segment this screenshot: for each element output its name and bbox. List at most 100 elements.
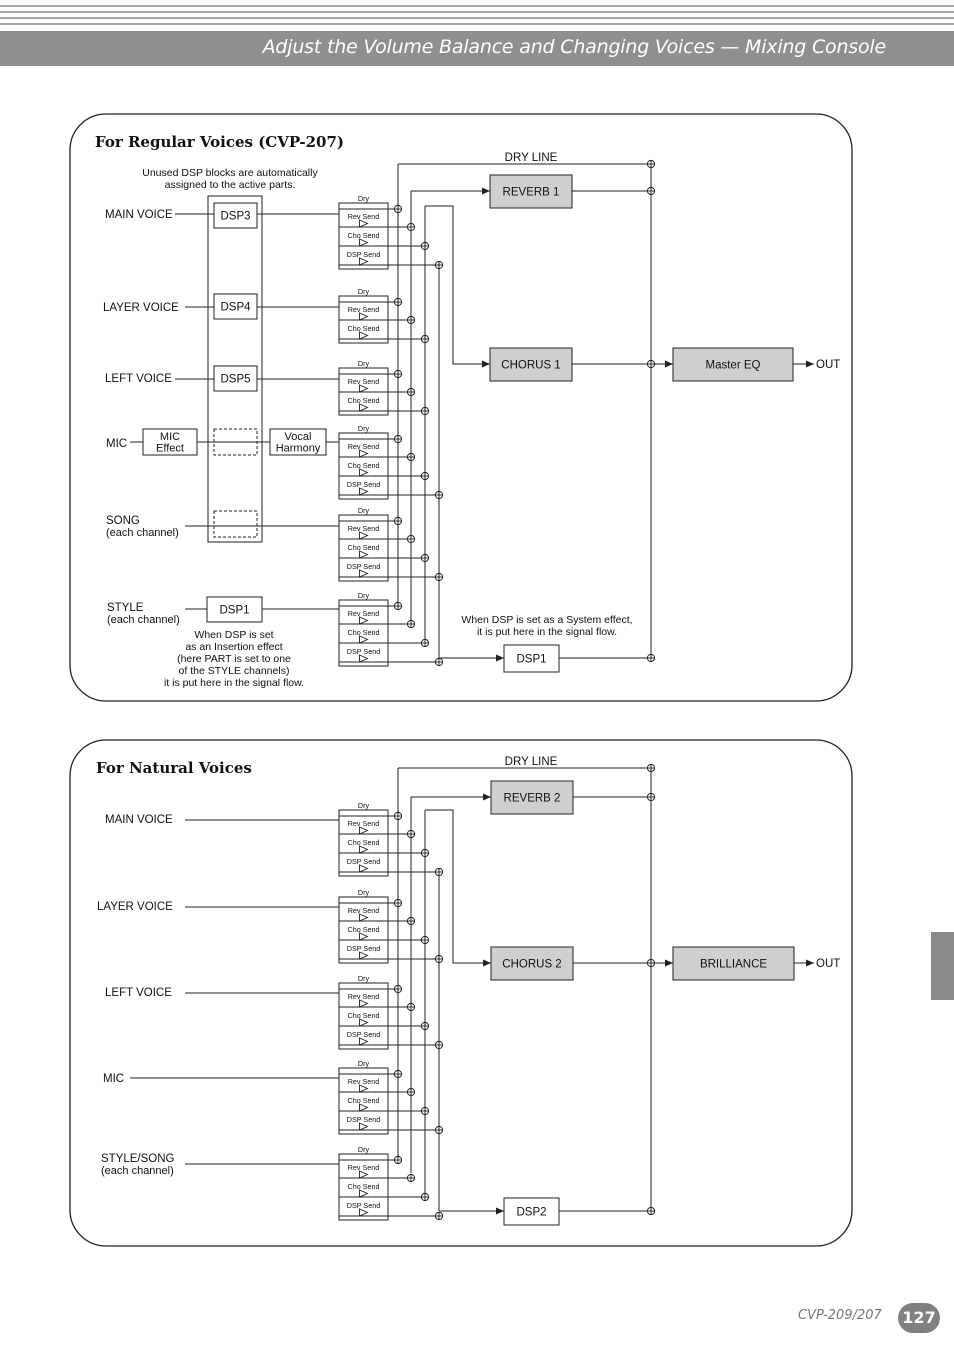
send-label: Dry	[358, 1059, 370, 1068]
insertion-effect-note: of the STYLE channels)	[179, 665, 290, 677]
input-label: SONG	[106, 515, 140, 527]
dsp-block-label: DSP5	[220, 374, 250, 386]
send-label: Cho Send	[348, 396, 380, 405]
send-label: Dry	[358, 1145, 370, 1154]
send-level-triangle	[359, 845, 369, 854]
channel-strip	[338, 809, 389, 877]
insertion-effect-note: When DSP is set	[194, 629, 273, 641]
send-label: Rev Send	[348, 1077, 380, 1086]
input-label: (each channel)	[101, 1165, 174, 1177]
send-level-triangle	[359, 826, 369, 835]
arrow-head	[496, 654, 504, 662]
reverb-block-label: REVERB 1	[503, 187, 560, 199]
send-level-triangle	[359, 1170, 369, 1179]
send-label: Rev Send	[348, 819, 380, 828]
send-label: Dry	[358, 506, 370, 515]
input-label: STYLE	[107, 602, 144, 614]
send-level-triangle	[359, 487, 369, 496]
send-level-triangle	[359, 449, 369, 458]
send-label: Cho Send	[348, 543, 380, 552]
send-level-triangle	[359, 257, 369, 266]
mic-effect-block-label: Effect	[156, 443, 184, 455]
style-dsp-block	[206, 596, 263, 623]
send-label: Dry	[358, 287, 370, 296]
send-level-triangle	[359, 654, 369, 663]
unused-dsp-slot	[213, 510, 258, 538]
send-label: Dry	[358, 801, 370, 810]
send-label: Rev Send	[348, 992, 380, 1001]
arrow-head	[665, 360, 673, 368]
send-label: Rev Send	[348, 377, 380, 386]
send-label: Rev Send	[348, 524, 380, 533]
input-label: STYLE/SONG	[101, 1153, 175, 1165]
system-effect-note: it is put here in the signal flow.	[477, 626, 617, 638]
channel-strip	[338, 432, 389, 500]
send-level-triangle	[359, 1208, 369, 1217]
send-level-triangle	[359, 616, 369, 625]
send-level-triangle	[359, 312, 369, 321]
send-label: Cho Send	[348, 838, 380, 847]
channel-strip	[338, 1067, 389, 1135]
send-level-triangle	[359, 1037, 369, 1046]
dsp-output-block	[503, 1197, 560, 1226]
reverb-block	[489, 174, 573, 209]
mic-effect-block-label: MIC	[160, 431, 180, 443]
dsp-note: assigned to the active parts.	[165, 179, 296, 191]
input-label: LEFT VOICE	[105, 987, 172, 999]
channel-strip	[338, 599, 389, 667]
insertion-effect-note: (here PART is set to one	[177, 653, 291, 665]
insertion-effect-note: it is put here in the signal flow.	[164, 677, 304, 689]
system-effect-note: When DSP is set as a System effect,	[461, 614, 632, 626]
send-level-triangle	[359, 384, 369, 393]
send-level-triangle	[359, 550, 369, 559]
natural-panel-title: For Natural Voices	[96, 759, 252, 777]
final-block-label: BRILLIANCE	[700, 959, 767, 971]
input-label: (each channel)	[106, 527, 179, 539]
send-label: DSP Send	[347, 250, 380, 259]
header-bar	[0, 31, 954, 66]
final-block	[672, 347, 794, 382]
arrow-head	[482, 360, 490, 368]
send-level-triangle	[359, 1084, 369, 1093]
dry-line-label: DRY LINE	[505, 756, 558, 768]
send-level-triangle	[359, 1122, 369, 1131]
send-label: Rev Send	[348, 1163, 380, 1172]
style-dsp-block-label: DSP1	[219, 605, 249, 617]
chorus-bus-wire	[425, 809, 491, 964]
send-label: Rev Send	[348, 609, 380, 618]
send-label: DSP Send	[347, 562, 380, 571]
channel-strip	[338, 1153, 389, 1221]
final-block-label: Master EQ	[706, 360, 761, 372]
chorus-block	[489, 347, 573, 382]
send-label: Dry	[358, 888, 370, 897]
send-level-triangle	[359, 932, 369, 941]
send-level-triangle	[359, 999, 369, 1008]
input-label: LAYER VOICE	[97, 901, 173, 913]
send-level-triangle	[359, 468, 369, 477]
send-label: Dry	[358, 591, 370, 600]
input-label: MAIN VOICE	[105, 209, 173, 221]
send-label: Dry	[358, 974, 370, 983]
arrow-head	[496, 1207, 504, 1215]
send-label: DSP Send	[347, 480, 380, 489]
reverb-block	[490, 780, 574, 815]
input-label: MIC	[103, 1073, 124, 1085]
footer-model: CVP-209/207	[798, 1308, 882, 1323]
channel-strip	[338, 514, 389, 582]
send-label: Dry	[358, 194, 370, 203]
chorus-bus-wire	[425, 205, 490, 365]
send-level-triangle	[359, 635, 369, 644]
send-label: Cho Send	[348, 324, 380, 333]
send-label: Cho Send	[348, 461, 380, 470]
send-label: DSP Send	[347, 857, 380, 866]
send-label: Cho Send	[348, 1011, 380, 1020]
arrow-head	[665, 959, 673, 967]
dsp-output-block-label: DSP2	[516, 1207, 546, 1219]
dsp-block-label: DSP3	[220, 211, 250, 223]
dsp-note: Unused DSP blocks are automatically	[142, 167, 318, 179]
vocal-harmony-block-label: Vocal	[285, 431, 312, 443]
send-level-triangle	[359, 403, 369, 412]
send-level-triangle	[359, 913, 369, 922]
reverb-block-label: REVERB 2	[504, 793, 561, 805]
send-label: Cho Send	[348, 628, 380, 637]
